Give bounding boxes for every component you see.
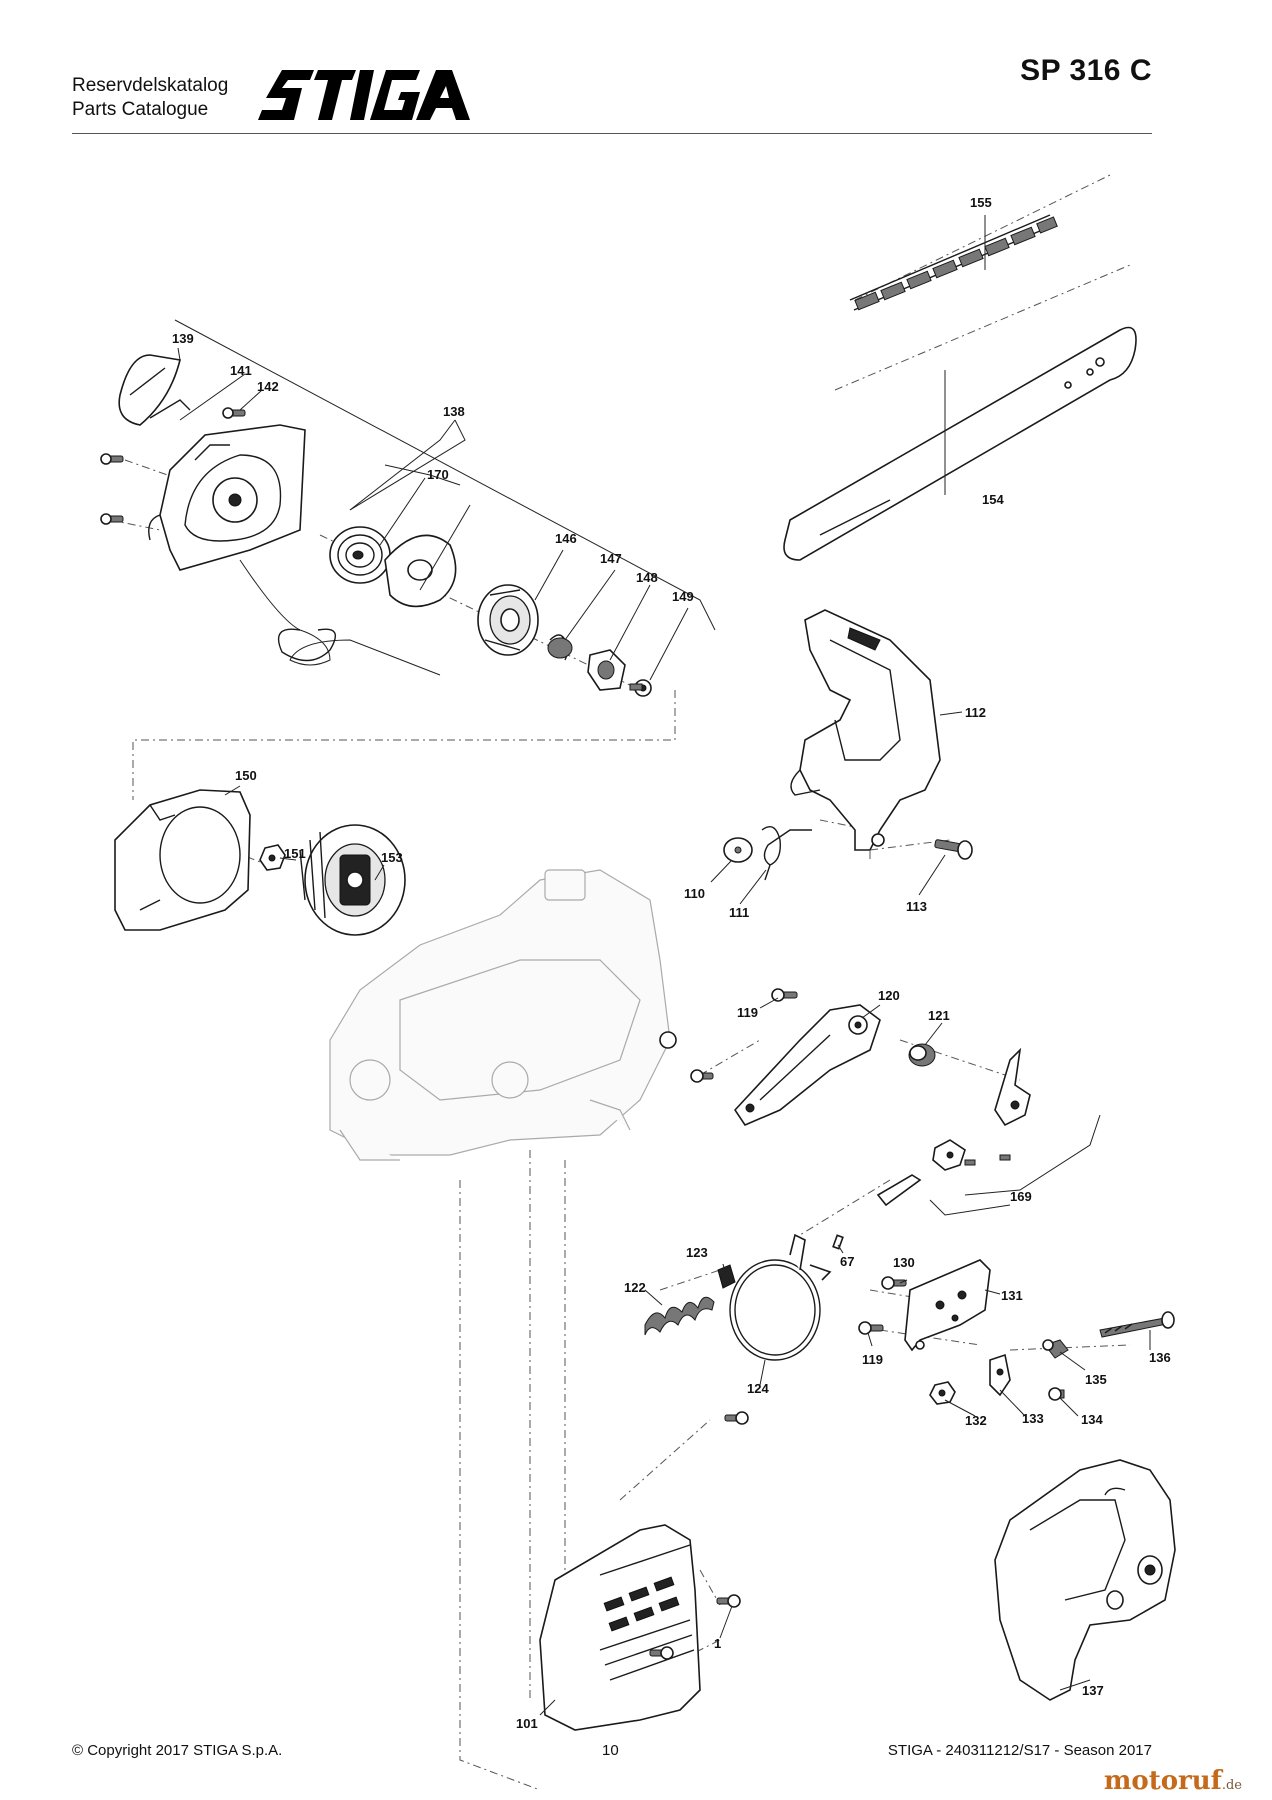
screw-housing-left-2 bbox=[100, 513, 124, 525]
label-110: 110 bbox=[684, 886, 705, 901]
label-154: 154 bbox=[982, 492, 1004, 507]
label-122: 122 bbox=[624, 1280, 646, 1295]
label-112: 112 bbox=[965, 705, 986, 720]
label-142: 142 bbox=[257, 379, 279, 394]
watermark-logo: motoruf.de bbox=[1104, 1766, 1242, 1796]
label-141: 141 bbox=[230, 363, 252, 378]
rope-pulley-146 bbox=[477, 584, 539, 656]
screw-housing-left-1 bbox=[100, 453, 124, 465]
model-number: SP 316 C bbox=[1020, 54, 1152, 87]
label-147: 147 bbox=[600, 551, 622, 566]
flywheel-153 bbox=[299, 824, 406, 936]
starter-housing-138 bbox=[148, 424, 441, 676]
starter-handle-139 bbox=[118, 354, 191, 426]
label-155: 155 bbox=[970, 195, 992, 210]
leader-lines bbox=[174, 215, 1151, 1716]
part-labels: 155 154 139 141 142 138 170 146 147 148 … bbox=[172, 195, 1171, 1731]
pin-67 bbox=[832, 1234, 844, 1250]
label-131: 131 bbox=[1001, 1288, 1023, 1303]
watermark-tld: .de bbox=[1221, 1778, 1242, 1793]
stiga-logo bbox=[258, 70, 470, 120]
washer-110 bbox=[723, 837, 753, 863]
pawl-spring-147 bbox=[547, 634, 573, 661]
nut-134 bbox=[1048, 1387, 1065, 1401]
label-149: 149 bbox=[672, 589, 694, 604]
label-119-right: 119 bbox=[862, 1352, 883, 1367]
label-169: 169 bbox=[1010, 1189, 1032, 1204]
label-135: 135 bbox=[1085, 1372, 1107, 1387]
bushing-121 bbox=[908, 1043, 936, 1067]
clip-123 bbox=[717, 1264, 736, 1289]
label-123: 123 bbox=[686, 1245, 708, 1260]
catalog-title: Reservdelskatalog Parts Catalogue bbox=[72, 74, 228, 122]
adjuster-133 bbox=[989, 1353, 1011, 1397]
label-101: 101 bbox=[516, 1716, 538, 1731]
label-153: 153 bbox=[381, 850, 403, 865]
page-number: 10 bbox=[602, 1742, 619, 1759]
label-119: 119 bbox=[737, 1005, 758, 1020]
copyright-notice: © Copyright 2017 STIGA S.p.A. bbox=[72, 1742, 283, 1759]
pawl-hub-148 bbox=[587, 649, 626, 691]
label-120: 120 bbox=[878, 988, 900, 1003]
crankcase bbox=[329, 869, 677, 1161]
label-132: 132 bbox=[965, 1413, 987, 1428]
label-137: 137 bbox=[1082, 1683, 1104, 1698]
label-1: 1 bbox=[714, 1636, 721, 1651]
label-151: 151 bbox=[284, 846, 306, 861]
brake-lever-120 bbox=[733, 1004, 881, 1126]
catalog-title-english: Parts Catalogue bbox=[72, 99, 209, 120]
label-113: 113 bbox=[906, 899, 927, 914]
screw-130 bbox=[881, 1276, 907, 1290]
label-146: 146 bbox=[555, 531, 577, 546]
rewind-spring-170 bbox=[329, 526, 457, 608]
label-170: 170 bbox=[427, 467, 449, 482]
screw-119-right bbox=[858, 1321, 884, 1335]
tensioner-plate-131 bbox=[904, 1259, 991, 1352]
spring-122 bbox=[644, 1296, 715, 1336]
guide-bar-154 bbox=[783, 326, 1137, 561]
adjusting-bolt-136 bbox=[1099, 1311, 1175, 1338]
top-cover-101 bbox=[539, 1524, 701, 1731]
brake-kit-169 bbox=[876, 1047, 1101, 1216]
screw-149 bbox=[629, 679, 652, 697]
label-150: 150 bbox=[235, 768, 257, 783]
saw-chain-155 bbox=[849, 214, 1058, 311]
label-130: 130 bbox=[893, 1255, 915, 1270]
label-138: 138 bbox=[443, 404, 465, 419]
screw-119-lower bbox=[690, 1069, 714, 1083]
sprocket-cover-112 bbox=[790, 609, 941, 851]
catalog-title-swedish: Reservdelskatalog bbox=[72, 75, 229, 96]
cover-screw-top bbox=[724, 1411, 749, 1425]
watermark-name: motoruf bbox=[1103, 1766, 1222, 1796]
label-136: 136 bbox=[1149, 1350, 1171, 1365]
label-124: 124 bbox=[747, 1381, 769, 1396]
label-121: 121 bbox=[928, 1008, 950, 1023]
label-148: 148 bbox=[636, 570, 658, 585]
label-139: 139 bbox=[172, 331, 194, 346]
label-111: 111 bbox=[729, 905, 749, 920]
bolt-113 bbox=[934, 839, 973, 860]
nut-132 bbox=[929, 1381, 956, 1405]
label-134: 134 bbox=[1081, 1412, 1103, 1427]
nut-151 bbox=[259, 844, 286, 871]
label-67: 67 bbox=[840, 1254, 854, 1269]
screw-142 bbox=[222, 407, 246, 419]
clutch-cover-137 bbox=[994, 1459, 1176, 1701]
brake-band-124 bbox=[729, 1233, 832, 1361]
spring-111 bbox=[761, 826, 812, 881]
screw-119 bbox=[771, 988, 798, 1002]
document-reference: STIGA - 240311212/S17 - Season 2017 bbox=[887, 1742, 1152, 1759]
label-133: 133 bbox=[1022, 1411, 1044, 1426]
header-divider bbox=[72, 133, 1152, 134]
cover-screw-bottom bbox=[649, 1646, 674, 1660]
cover-screw-1 bbox=[716, 1594, 741, 1608]
fan-cover-150 bbox=[114, 789, 251, 931]
